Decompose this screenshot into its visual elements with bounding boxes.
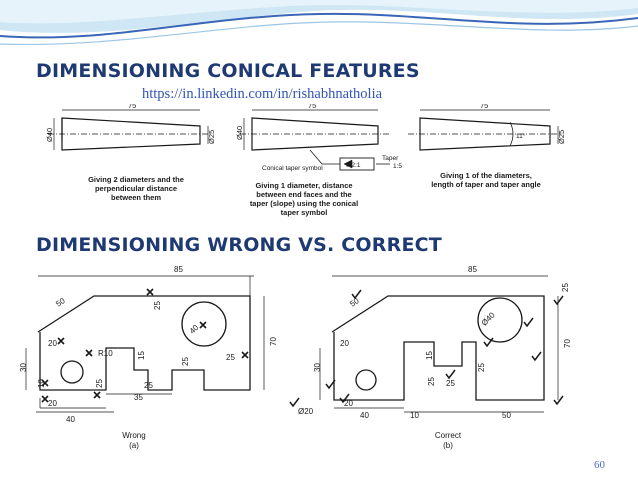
wrong-dim-25-left: 25 (95, 379, 104, 388)
cone-1-outline (61, 117, 201, 151)
linkedin-url[interactable]: https://in.linkedin.com/in/rishabhnathol… (142, 86, 383, 102)
correct-dim-20-small: 20 (344, 399, 353, 408)
correct-dim-25-right: 25 (477, 363, 486, 372)
correct-part (319, 275, 559, 413)
fig1-caption-1: Giving 2 diameters and the (88, 175, 184, 184)
cone-2-outline (251, 117, 379, 151)
correct-dim-50: 50 (502, 411, 511, 420)
correct-dim-40: Ø40 (480, 310, 497, 327)
slide-number: 60 (594, 459, 605, 471)
conical-features-diagram: 75 Ø40 Ø25 75 Ø40 0.2:1 Taper 1:5 Conica… (45, 104, 566, 217)
wrong-label: (a) (129, 441, 139, 450)
fig2-taper-ratio: 1:5 (393, 163, 402, 170)
wrong-vs-correct-diagram: 85 50 70 30 25 40 25 25 20 15 10 25 25 3… (19, 265, 572, 450)
correct-dim-70: 70 (563, 339, 572, 348)
wrong-dim-r10: R10 (98, 349, 113, 358)
fig2-symbol-label: Conical taper symbol (262, 165, 323, 172)
fig2-caption-2: between end faces and the (256, 190, 351, 199)
fig1-caption-2: perpendicular distance (95, 184, 177, 193)
correct-dim-20-dia: Ø20 (298, 407, 314, 416)
fig3-angle: 11° (516, 132, 526, 140)
fig2-caption-3: taper (slope) using the conical (250, 199, 358, 208)
fig1-dim-left: Ø40 (45, 128, 54, 142)
correct-check-marks (289, 289, 564, 408)
correct-caption: Correct (435, 431, 462, 440)
wrong-dim-30: 30 (19, 363, 28, 372)
fig2-length: 75 (308, 104, 316, 110)
fig1-dim-right: Ø25 (207, 130, 216, 144)
slide-title: DIMENSIONING CONICAL FEATURES (36, 60, 420, 82)
correct-dim-30: 30 (313, 363, 322, 372)
fig3-length: 75 (480, 104, 488, 110)
wrong-dim-10: 10 (37, 379, 46, 388)
fig2-caption-4: taper symbol (281, 208, 328, 217)
fig2-frame-symbol: 0.2:1 (346, 162, 361, 169)
wrong-cross-marks (41, 288, 249, 403)
wrong-dim-50: 50 (54, 296, 67, 309)
fig1-caption-3: between them (111, 193, 161, 202)
wrong-dim-40-bottom: 40 (66, 415, 75, 424)
correct-dim-25: 25 (446, 379, 455, 388)
correct-dims: 85 50 70 30 25 25 Ø40 20 15 25 25 40 10 … (298, 265, 572, 420)
correct-dim-85: 85 (468, 265, 477, 274)
wrong-dim-25-right: 25 (226, 353, 235, 362)
fig3-dim-right: Ø25 (557, 130, 566, 144)
wrong-dim-15: 15 (137, 351, 146, 360)
fig2-taper-label: Taper (382, 155, 399, 162)
fig2-dim-left: Ø40 (235, 126, 244, 140)
correct-label: (b) (443, 441, 453, 450)
correct-dim-40: 40 (360, 411, 369, 420)
correct-dim-25-top: 25 (561, 283, 570, 292)
wrong-caption: Wrong (122, 431, 145, 440)
correct-dim-15: 15 (425, 351, 434, 360)
wrong-dim-25: 25 (144, 381, 153, 390)
wrong-dim-85: 85 (174, 265, 183, 274)
wrong-dim-35: 35 (134, 393, 143, 402)
correct-dim-10: 10 (410, 411, 419, 420)
wrong-dim-70: 70 (269, 337, 278, 346)
section-subtitle: DIMENSIONING WRONG VS. CORRECT (36, 234, 442, 256)
fig1-length: 75 (128, 104, 136, 110)
wrong-dim-40: 40 (188, 323, 201, 336)
wrong-dim-20-left: 20 (48, 399, 57, 408)
fig3-caption-2: length of taper and taper angle (431, 180, 541, 189)
wrong-dim-20: 20 (48, 339, 57, 348)
wrong-dim-25-small: 25 (181, 357, 190, 366)
wrong-part (25, 275, 265, 413)
cone-3-outline (419, 117, 551, 151)
wrong-dim-25-top: 25 (153, 301, 162, 310)
fig2-caption-1: Giving 1 diameter, distance (255, 181, 352, 190)
fig3-caption-1: Giving 1 of the diameters, (440, 171, 532, 180)
correct-dim-25-mid: 25 (427, 377, 436, 386)
wrong-dims: 85 50 70 30 25 40 25 25 20 15 10 25 25 3… (19, 265, 278, 424)
header-wave-decoration (0, 0, 638, 46)
correct-dim-20: 20 (340, 339, 349, 348)
